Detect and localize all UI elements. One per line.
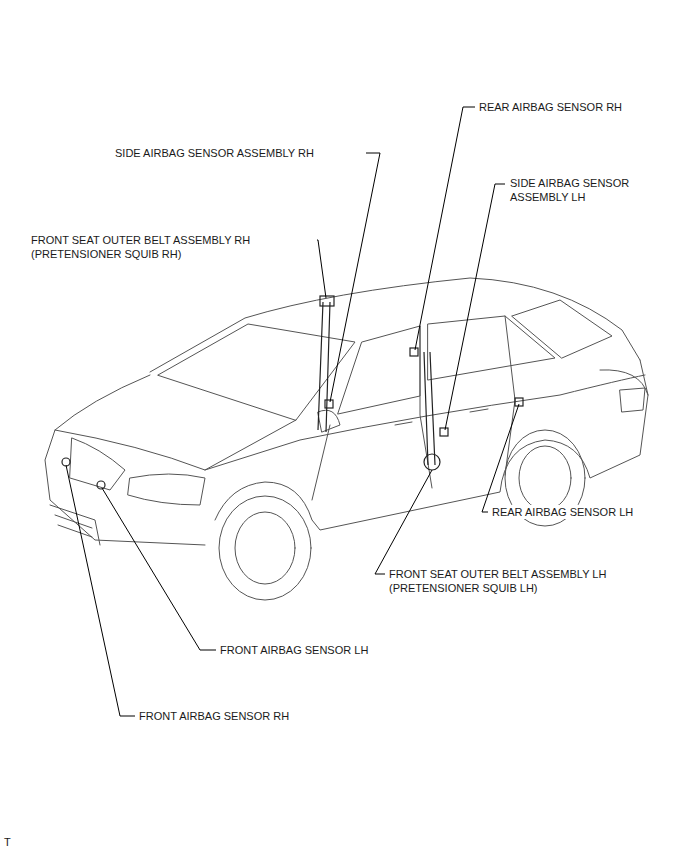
page-mark: T [3, 835, 12, 849]
front-airbag-sensor-lh [97, 481, 105, 489]
part-label: SIDE AIRBAG SENSOR ASSEMBLY LH [509, 176, 661, 204]
part-label: REAR AIRBAG SENSOR RH [478, 100, 623, 114]
roof-line [150, 278, 640, 372]
part-label: FRONT AIRBAG SENSOR LH [219, 643, 369, 657]
grille [70, 438, 125, 490]
part-label: REAR AIRBAG SENSOR LH [491, 505, 634, 519]
windshield [158, 324, 355, 420]
front-wheel [219, 496, 311, 600]
quarter-window [512, 300, 612, 358]
rear-door-window [428, 316, 555, 380]
part-label: SIDE AIRBAG SENSOR ASSEMBLY RH [114, 146, 315, 160]
leader-line [445, 184, 505, 430]
side-airbag-sensor-rh [325, 400, 333, 408]
leader-line [330, 153, 380, 402]
belt-lh [424, 352, 435, 465]
retractor-lh [424, 454, 440, 470]
belt-rh [318, 302, 330, 432]
headlamp [128, 474, 205, 505]
front-body [45, 375, 205, 545]
rear-airbag-sensor-rh [410, 348, 418, 356]
rear-rim [519, 446, 571, 510]
front-door-window [338, 326, 420, 414]
front-airbag-sensor-rh [62, 458, 70, 466]
leader-line [66, 465, 135, 716]
trunk-edge [600, 370, 648, 395]
part-label: FRONT SEAT OUTER BELT ASSEMBLY LH (PRETE… [388, 567, 680, 595]
leader-line [375, 470, 432, 574]
front-rim [235, 512, 295, 584]
leader-line [482, 404, 519, 512]
lower-grille [50, 505, 100, 545]
rear-door-line [505, 316, 515, 475]
hood-edge [55, 420, 296, 470]
door-handles [395, 409, 488, 425]
part-label: FRONT AIRBAG SENSOR RH [138, 709, 290, 723]
side-airbag-sensor-lh [440, 428, 448, 436]
part-label: FRONT SEAT OUTER BELT ASSEMBLY RH (PRETE… [30, 233, 317, 261]
leader-line [415, 107, 475, 350]
belt-anchor-rh [320, 296, 334, 306]
grille-slats [55, 515, 92, 537]
front-door-edge [312, 425, 330, 500]
tail-lamp [620, 388, 645, 412]
side-mirror [318, 410, 340, 432]
leader-line [102, 488, 216, 650]
